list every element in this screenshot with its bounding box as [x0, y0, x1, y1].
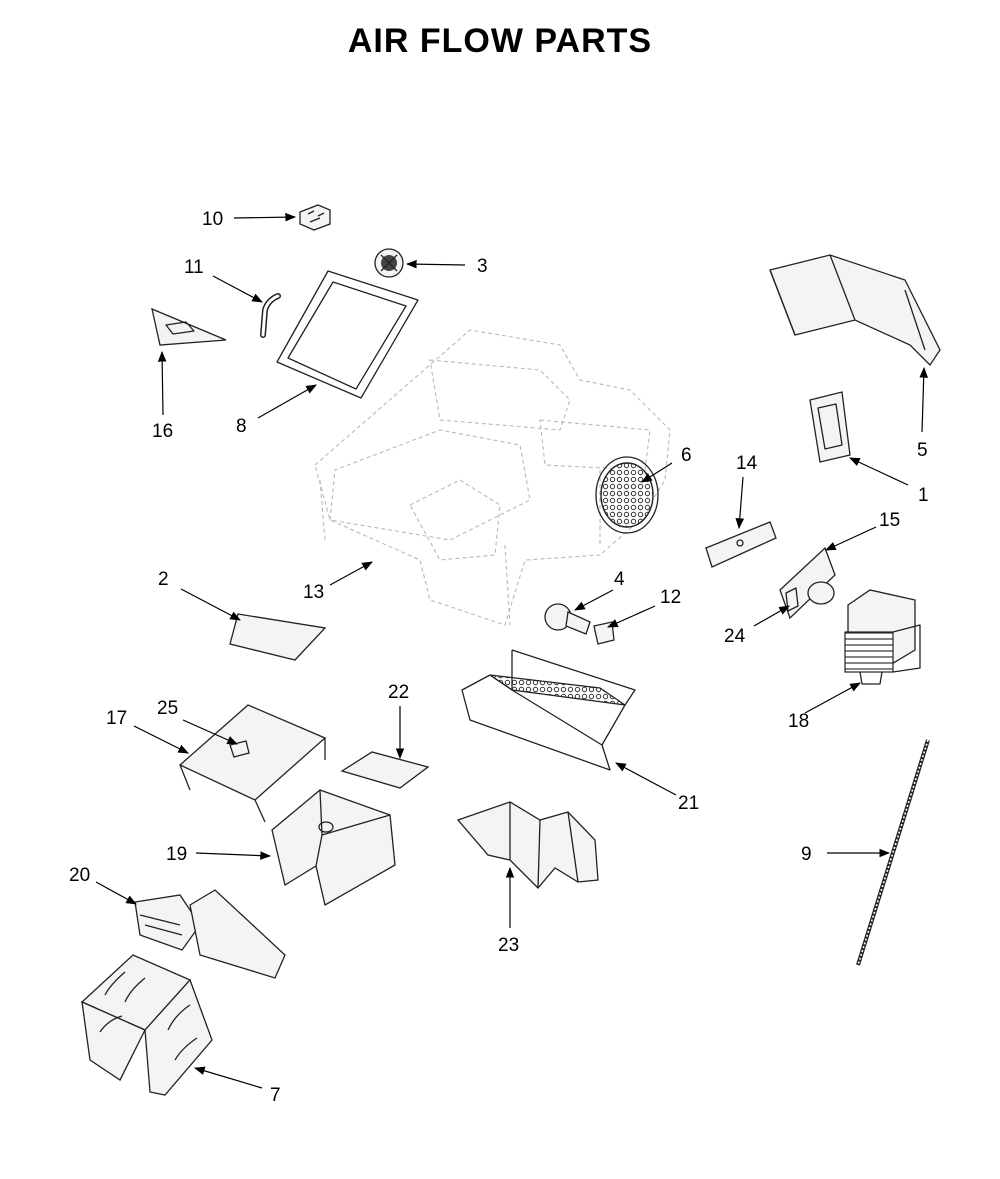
air-guide-part-23 — [456, 801, 599, 889]
callout-12: 12 — [660, 587, 681, 608]
callout-24: 24 — [724, 626, 746, 647]
callout-18: 18 — [788, 711, 809, 732]
callout-25: 25 — [157, 698, 178, 719]
housing-part-7 — [80, 954, 213, 1096]
shield-part-22 — [340, 751, 430, 789]
bracket-part-24 — [785, 587, 799, 612]
filter-frame-part-8 — [276, 270, 419, 399]
connector-part-10 — [299, 204, 331, 231]
callout-1: 1 — [918, 485, 929, 506]
callout-7: 7 — [270, 1085, 281, 1106]
callout-10: 10 — [202, 209, 223, 230]
callout-23: 23 — [498, 935, 519, 956]
callout-17: 17 — [106, 708, 127, 729]
sensor-part-14 — [705, 521, 777, 568]
vent-part-21 — [461, 649, 636, 771]
blower-grille-part-6 — [595, 456, 659, 534]
callout-5: 5 — [917, 440, 928, 461]
cover-part-2 — [229, 613, 327, 661]
strip-part-9 — [856, 739, 930, 966]
callout-3: 3 — [477, 256, 488, 277]
bracket-part-1 — [809, 391, 851, 463]
callout-6: 6 — [681, 445, 692, 466]
air-guide-part-20 — [134, 889, 286, 979]
fan-part-3 — [374, 248, 404, 278]
callout-13: 13 — [303, 582, 324, 603]
callout-2: 2 — [158, 569, 169, 590]
lamp-part-4 — [544, 603, 591, 635]
callout-9: 9 — [801, 844, 812, 865]
callout-20: 20 — [69, 865, 90, 886]
duct-part-19 — [271, 789, 396, 906]
leader-lines — [95, 212, 929, 1089]
bracket-part-15 — [779, 546, 836, 620]
callout-4: 4 — [614, 569, 625, 590]
diagram-title: AIR FLOW PARTS — [347, 22, 653, 60]
callout-19: 19 — [166, 844, 187, 865]
duct-part-5 — [769, 254, 941, 367]
callout-15: 15 — [879, 510, 900, 531]
callout-22: 22 — [388, 682, 409, 703]
callout-8: 8 — [236, 416, 247, 437]
callout-16: 16 — [152, 421, 173, 442]
socket-part-12 — [593, 621, 615, 645]
cover-part-17 — [178, 704, 327, 823]
callout-labels: 10 3 11 16 8 5 1 6 14 15 24 18 13 2 4 12… — [69, 209, 929, 1106]
tube-part-11 — [260, 293, 281, 338]
callout-21: 21 — [678, 793, 699, 814]
screw-part-25 — [229, 740, 250, 758]
transformer-part-18 — [844, 589, 921, 685]
callout-11: 11 — [184, 257, 204, 278]
callout-14: 14 — [736, 453, 758, 474]
label-part-16 — [151, 307, 227, 346]
